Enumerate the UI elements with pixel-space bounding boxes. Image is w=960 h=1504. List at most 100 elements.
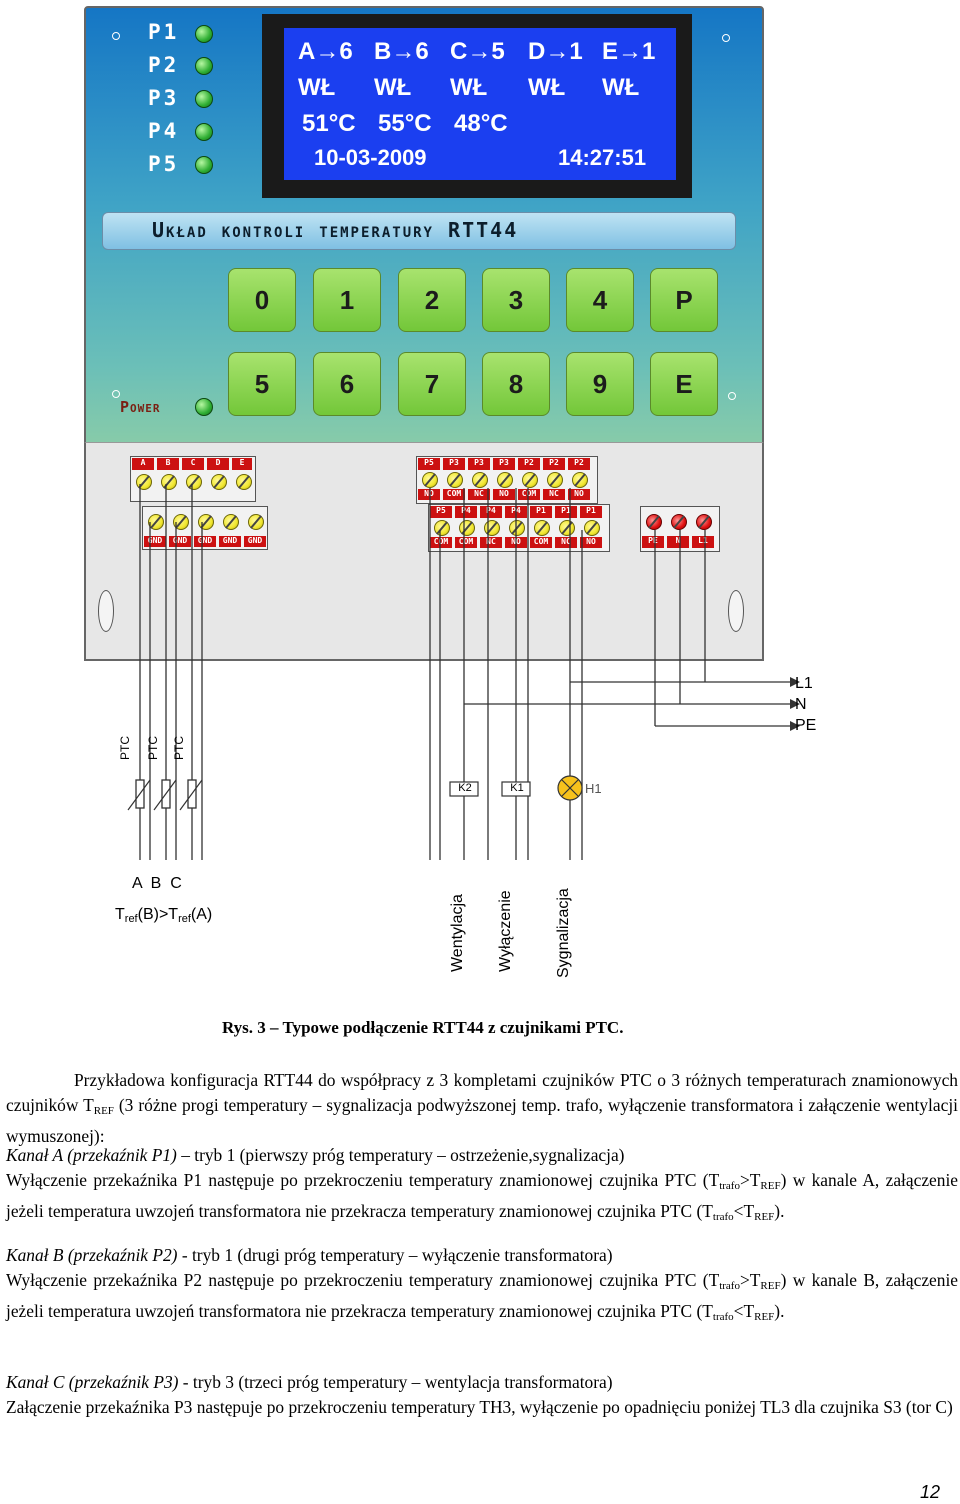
- key-8[interactable]: 8: [482, 352, 550, 416]
- screw-terminal-icon: [646, 514, 662, 530]
- terminal-label: GND: [194, 536, 216, 547]
- terminal-label: NO: [568, 489, 590, 500]
- screw-terminal-icon: [522, 472, 538, 488]
- screw-terminal-icon: [497, 472, 513, 488]
- terminal-label: GND: [244, 536, 266, 547]
- ptc-label: PTC: [118, 736, 132, 760]
- screw-terminal-icon: [223, 514, 239, 530]
- channel-b-heading: Kanał B (przekaźnik P2) - tryb 1 (drugi …: [6, 1245, 613, 1265]
- terminal-label: P5: [418, 458, 440, 470]
- function-signalling: Sygnalizacja: [555, 888, 572, 978]
- ptc-label: PTC: [146, 736, 160, 760]
- key-0[interactable]: 0: [228, 268, 296, 332]
- terminal-label: COM: [455, 537, 477, 548]
- screw-terminal-icon: [434, 520, 450, 536]
- terminal-label: D: [207, 458, 229, 470]
- lcd-channel: E→1: [602, 38, 656, 65]
- terminal-label: C: [182, 458, 204, 470]
- mains-pe-label: PE: [795, 717, 817, 734]
- key-p[interactable]: P: [650, 268, 718, 332]
- terminal-label: A: [132, 458, 154, 470]
- screw-terminal-icon: [447, 472, 463, 488]
- lcd-state: WŁ: [528, 74, 566, 101]
- screw-terminal-icon: [248, 514, 264, 530]
- terminal-label: COM: [518, 489, 540, 500]
- led-p5-icon: [195, 156, 213, 174]
- lcd-state: WŁ: [602, 74, 640, 101]
- terminal-label: COM: [430, 537, 452, 548]
- terminal-label: P1: [555, 506, 577, 518]
- terminal-label: NO: [493, 489, 515, 500]
- channel-c-heading: Kanał C (przekaźnik P3) - tryb 3 (trzeci…: [6, 1372, 613, 1392]
- terminal-label: B: [157, 458, 179, 470]
- lcd-channel: C→5: [450, 38, 505, 65]
- key-e[interactable]: E: [650, 352, 718, 416]
- key-6[interactable]: 6: [313, 352, 381, 416]
- screw-terminal-icon: [671, 514, 687, 530]
- power-led-icon: [195, 398, 213, 416]
- screw-terminal-icon: [422, 472, 438, 488]
- terminal-label: PE: [642, 536, 664, 548]
- relay-label: P1: [148, 20, 180, 44]
- wiring-diagram: [127, 484, 800, 860]
- function-shutdown: Wyłączenie: [497, 890, 514, 972]
- terminal-label: NC: [543, 489, 565, 500]
- mount-dot: [722, 34, 730, 42]
- function-ventilation: Wentylacja: [449, 894, 466, 972]
- terminal-label: P2: [543, 458, 565, 470]
- ptc-label: PTC: [172, 736, 186, 760]
- terminal-label: NC: [468, 489, 490, 500]
- lcd-time: 14:27:51: [558, 145, 647, 170]
- relay-label: P4: [148, 119, 180, 143]
- terminal-label: P1: [530, 506, 552, 518]
- lcd-temperature: 51°C: [302, 110, 356, 137]
- power-label: Power: [120, 398, 161, 416]
- terminal-label: NC: [555, 537, 577, 548]
- channel-b-description: Wyłączenie przekaźnika P2 następuje po p…: [6, 1270, 958, 1323]
- channel-c-description: Załączenie przekaźnika P3 następuje po p…: [6, 1397, 953, 1417]
- screw-terminal-icon: [572, 472, 588, 488]
- terminal-label: P3: [493, 458, 515, 470]
- k1-label: K1: [510, 782, 524, 794]
- mount-dot: [728, 392, 736, 400]
- key-9[interactable]: 9: [566, 352, 634, 416]
- screw-terminal-icon: [534, 520, 550, 536]
- mounting-hole-icon: [98, 590, 114, 632]
- relay-label: P5: [148, 152, 180, 176]
- screw-terminal-icon: [559, 520, 575, 536]
- key-7[interactable]: 7: [398, 352, 466, 416]
- page-number: 12: [920, 1482, 941, 1502]
- key-4[interactable]: 4: [566, 268, 634, 332]
- screw-terminal-icon: [186, 474, 202, 490]
- screw-terminal-icon: [161, 474, 177, 490]
- lcd-state: WŁ: [374, 74, 412, 101]
- lcd-temperature: 55°C: [378, 110, 432, 137]
- terminal-label: GND: [144, 536, 166, 547]
- led-p3-icon: [195, 90, 213, 108]
- terminal-label: L1: [692, 536, 714, 548]
- terminal-label: P1: [580, 506, 602, 518]
- terminal-label: N: [667, 536, 689, 548]
- terminal-label: GND: [219, 536, 241, 547]
- key-2[interactable]: 2: [398, 268, 466, 332]
- lcd-channel: D→1: [528, 38, 583, 65]
- key-5[interactable]: 5: [228, 352, 296, 416]
- screw-terminal-icon: [696, 514, 712, 530]
- screw-terminal-icon: [509, 520, 525, 536]
- lcd-channel: A→6: [298, 38, 353, 65]
- key-3[interactable]: 3: [482, 268, 550, 332]
- channel-a-description: Wyłączenie przekaźnika P1 następuje po p…: [6, 1170, 958, 1223]
- device-title-bar: [102, 212, 736, 250]
- terminal-label: P4: [455, 506, 477, 518]
- mounting-hole-icon: [728, 590, 744, 632]
- screw-terminal-icon: [472, 472, 488, 488]
- terminal-label: COM: [530, 537, 552, 548]
- led-p4-icon: [195, 123, 213, 141]
- key-1[interactable]: 1: [313, 268, 381, 332]
- terminal-label: E: [232, 458, 252, 470]
- screw-terminal-icon: [211, 474, 227, 490]
- h1-label: H1: [585, 781, 602, 796]
- terminal-label: NC: [480, 537, 502, 548]
- terminal-label: GND: [169, 536, 191, 547]
- screw-terminal-icon: [148, 514, 164, 530]
